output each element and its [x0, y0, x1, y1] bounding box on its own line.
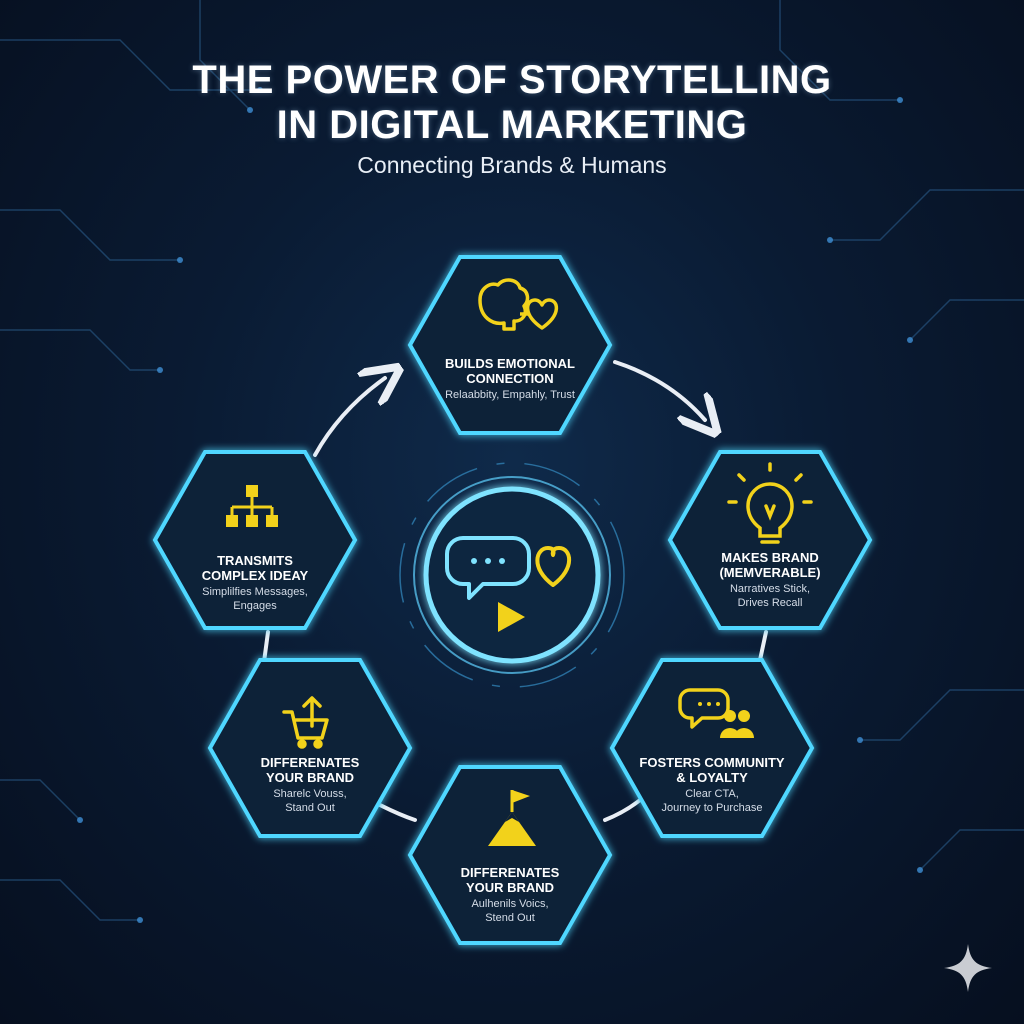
brain-heart-icon — [478, 278, 559, 331]
line-connector — [603, 798, 642, 822]
node-title: TRANSMITS — [217, 553, 293, 568]
page-title-line-1: THE POWER OF STORYTELLING — [192, 58, 832, 102]
community-chat-icon — [678, 688, 754, 738]
node-title: CONNECTION — [466, 371, 554, 386]
connector-arcs — [262, 360, 768, 822]
node-title: COMPLEX IDEAY — [201, 568, 309, 583]
node-title: YOUR BRAND — [465, 880, 555, 895]
node-differentiates-bottom: DIFFERENATES YOUR BRAND Aulhenils Voics,… — [425, 865, 595, 925]
cart-upload-icon — [282, 696, 329, 749]
hexagon-node-differentiates-bottom — [407, 765, 613, 945]
hexagon-node-memorable — [667, 450, 873, 630]
node-title: & LOYALTY — [676, 770, 748, 785]
node-title: YOUR BRAND — [265, 770, 355, 785]
node-subtitle: Engages — [233, 600, 277, 612]
arrow-connector — [613, 360, 705, 420]
node-subtitle: Simplilfies Messages, — [202, 586, 308, 598]
node-title: FOSTERS COMMUNITY — [639, 755, 785, 770]
page-title-line-2: IN DIGITAL MARKETING — [276, 103, 748, 147]
node-title: DIFFERENATES — [460, 865, 560, 880]
node-memorable: MAKES BRAND (MEMVERABLE) Narratives Stic… — [685, 550, 855, 610]
node-subtitle: Stand Out — [285, 802, 335, 814]
hierarchy-icon — [226, 485, 278, 527]
node-differentiates-left: DIFFERENATES YOUR BRAND Sharelc Vouss, S… — [225, 755, 395, 815]
node-title: BUILDS EMOTIONAL — [445, 356, 575, 371]
speech-bubble-icon — [445, 536, 531, 600]
line-connector — [758, 630, 768, 662]
node-subtitle: Sharelc Vouss, — [273, 788, 347, 800]
arrow-connector — [313, 378, 385, 457]
line-connector — [262, 630, 270, 664]
node-title: (MEMVERABLE) — [719, 565, 821, 580]
node-title: DIFFERENATES — [260, 755, 360, 770]
node-subtitle: Journey to Purchase — [661, 802, 763, 814]
page-subtitle: Connecting Brands & Humans — [357, 152, 667, 178]
central-hub — [399, 462, 625, 688]
node-subtitle: Stend Out — [485, 912, 535, 924]
node-title: MAKES BRAND — [721, 550, 819, 565]
node-subtitle: Clear CTA, — [685, 788, 739, 800]
node-subtitle: Drives Recall — [737, 597, 803, 609]
hexagon-node-community — [609, 658, 815, 838]
hexagon-node-emotional-connection — [407, 255, 613, 435]
sparkle-icon — [944, 944, 992, 992]
hexagon-node-differentiates-left — [207, 658, 413, 838]
node-subtitle: Aulhenils Voics, — [471, 898, 549, 910]
node-subtitle: Relaabbity, Empahly, Trust — [445, 389, 575, 401]
node-emotional-connection: BUILDS EMOTIONAL CONNECTION Relaabbity, … — [425, 356, 595, 402]
heart-icon — [535, 546, 572, 587]
lightbulb-icon — [727, 462, 813, 544]
node-subtitle: Narratives Stick, — [729, 583, 811, 595]
node-community: FOSTERS COMMUNITY & LOYALTY Clear CTA, J… — [627, 755, 797, 815]
node-complex-ideas: TRANSMITS COMPLEX IDEAY Simplilfies Mess… — [170, 553, 340, 613]
mountain-flag-icon — [488, 790, 536, 846]
play-icon — [498, 602, 525, 632]
hexagon-node-complex-ideas — [152, 450, 358, 630]
line-connector — [378, 803, 417, 822]
